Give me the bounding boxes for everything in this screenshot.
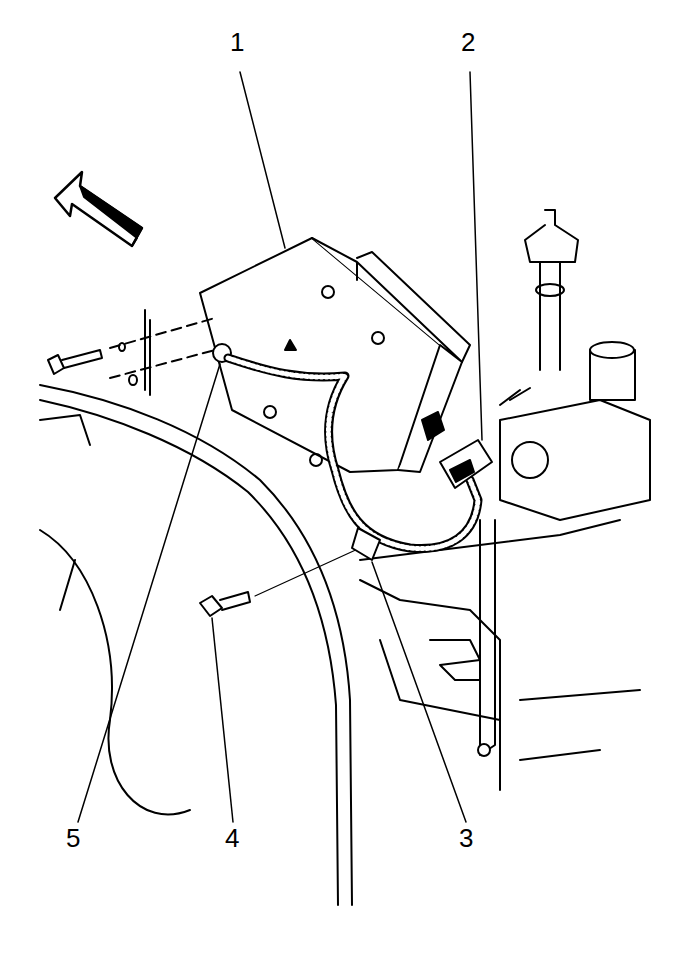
harness-clip xyxy=(352,528,380,560)
connector-face xyxy=(450,460,474,482)
module-stud xyxy=(264,406,276,418)
panel-edge xyxy=(40,415,90,610)
control-module xyxy=(200,238,440,472)
bolt-head xyxy=(200,596,222,616)
leader-line xyxy=(78,364,220,822)
alignment-line xyxy=(110,318,215,378)
callout-number: 1 xyxy=(230,29,244,55)
callout-number: 4 xyxy=(225,825,239,851)
valve-body xyxy=(500,400,650,520)
fender-edge xyxy=(40,400,338,905)
leader-line xyxy=(212,618,233,822)
direction-arrow xyxy=(55,172,142,246)
module-flange xyxy=(357,252,470,362)
leader-line xyxy=(372,562,466,822)
mount-hole xyxy=(119,343,125,351)
module-stud xyxy=(322,286,334,298)
mount-hole xyxy=(129,375,137,385)
wheel-well xyxy=(40,530,190,814)
tube xyxy=(540,262,560,370)
valve-port xyxy=(512,442,548,478)
module-mark xyxy=(285,340,296,350)
panel-edge xyxy=(380,640,500,720)
bolt-head xyxy=(48,355,64,374)
wiring-harness xyxy=(228,358,478,549)
alignment-line xyxy=(255,548,360,596)
module-stud xyxy=(310,454,322,466)
harness-wrap xyxy=(228,358,478,549)
panel-edge xyxy=(500,690,640,790)
bolt-shaft xyxy=(62,350,102,368)
callout-number: 3 xyxy=(459,825,473,851)
module-socket xyxy=(422,412,444,440)
fender-edge xyxy=(40,385,352,905)
wires xyxy=(500,388,530,405)
module-stud xyxy=(372,332,384,344)
arrow-shade xyxy=(80,186,142,246)
connector xyxy=(440,440,492,488)
panel-edge xyxy=(145,310,150,395)
bracket xyxy=(480,520,495,755)
tube-ring xyxy=(536,284,564,296)
callout-number: 5 xyxy=(66,825,80,851)
callout-number: 2 xyxy=(461,29,475,55)
bolt-shaft xyxy=(220,592,250,610)
panel-edge xyxy=(360,520,620,760)
bracket-bolt xyxy=(478,744,490,756)
fitting xyxy=(525,210,578,262)
leader-line xyxy=(240,72,285,248)
leader-line xyxy=(470,72,482,440)
module-side xyxy=(312,238,462,472)
canister-top xyxy=(590,342,634,358)
